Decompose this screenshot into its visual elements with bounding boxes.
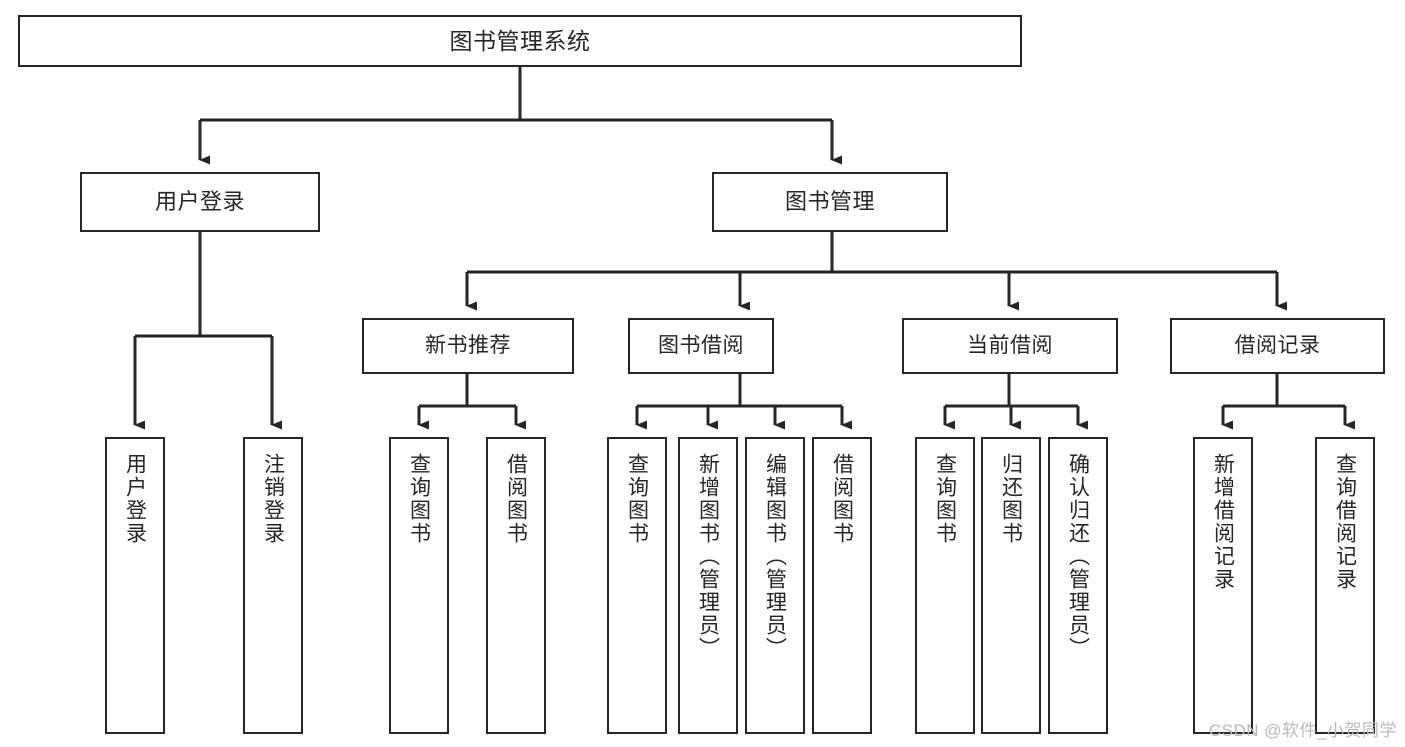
node-leaf-user-login-label: 用户登录 xyxy=(123,453,147,545)
node-leaf-query-book-borrow[interactable]: 查询图书 xyxy=(607,437,667,734)
csdn-watermark: CSDN @软件_小贺同学 xyxy=(1208,721,1397,740)
node-leaf-borrow-book[interactable]: 借阅图书 xyxy=(812,437,872,734)
node-leaf-query-book-borrow-label: 查询图书 xyxy=(625,453,649,545)
node-leaf-borrow-book-recommend-label: 借阅图书 xyxy=(504,453,528,545)
node-leaf-query-borrow-record[interactable]: 查询借阅记录 xyxy=(1315,437,1375,734)
node-leaf-return-book-label: 归还图书 xyxy=(999,453,1023,545)
node-book-manage[interactable]: 图书管理 xyxy=(712,172,948,232)
node-user-login[interactable]: 用户登录 xyxy=(80,172,320,232)
node-book-borrow[interactable]: 图书借阅 xyxy=(628,318,774,374)
node-root-label: 图书管理系统 xyxy=(449,27,591,54)
node-leaf-confirm-return[interactable]: 确认归还（管理员） xyxy=(1048,437,1108,734)
node-leaf-logout-label: 注销登录 xyxy=(261,453,285,545)
node-leaf-confirm-return-label: 确认归还（管理员） xyxy=(1066,453,1090,660)
node-leaf-borrow-book-label: 借阅图书 xyxy=(830,453,854,545)
node-user-login-label: 用户登录 xyxy=(154,189,245,215)
node-leaf-edit-book[interactable]: 编辑图书（管理员） xyxy=(745,437,805,734)
node-leaf-query-book-current-label: 查询图书 xyxy=(933,453,957,545)
node-current-borrow-label: 当前借阅 xyxy=(967,333,1053,357)
node-book-borrow-label: 图书借阅 xyxy=(658,333,744,357)
node-leaf-query-book-recommend[interactable]: 查询图书 xyxy=(389,437,449,734)
node-leaf-add-borrow-record-label: 新增借阅记录 xyxy=(1211,453,1235,591)
node-borrow-record[interactable]: 借阅记录 xyxy=(1170,318,1385,374)
node-leaf-return-book[interactable]: 归还图书 xyxy=(981,437,1041,734)
node-borrow-record-label: 借阅记录 xyxy=(1234,333,1321,357)
node-leaf-edit-book-label: 编辑图书（管理员） xyxy=(763,453,787,660)
node-leaf-borrow-book-recommend[interactable]: 借阅图书 xyxy=(486,437,546,734)
node-book-manage-label: 图书管理 xyxy=(784,189,875,215)
node-new-book-recommend[interactable]: 新书推荐 xyxy=(362,318,574,374)
node-new-book-recommend-label: 新书推荐 xyxy=(425,333,511,357)
node-leaf-user-login[interactable]: 用户登录 xyxy=(105,437,165,734)
node-current-borrow[interactable]: 当前借阅 xyxy=(902,318,1118,374)
node-leaf-add-book-label: 新增图书（管理员） xyxy=(696,453,720,660)
node-leaf-logout[interactable]: 注销登录 xyxy=(243,437,303,734)
node-leaf-query-book-recommend-label: 查询图书 xyxy=(407,453,431,545)
node-leaf-add-book[interactable]: 新增图书（管理员） xyxy=(678,437,738,734)
node-root[interactable]: 图书管理系统 xyxy=(18,15,1022,67)
node-leaf-query-borrow-record-label: 查询借阅记录 xyxy=(1333,453,1357,591)
node-leaf-add-borrow-record[interactable]: 新增借阅记录 xyxy=(1193,437,1253,734)
node-leaf-query-book-current[interactable]: 查询图书 xyxy=(915,437,975,734)
